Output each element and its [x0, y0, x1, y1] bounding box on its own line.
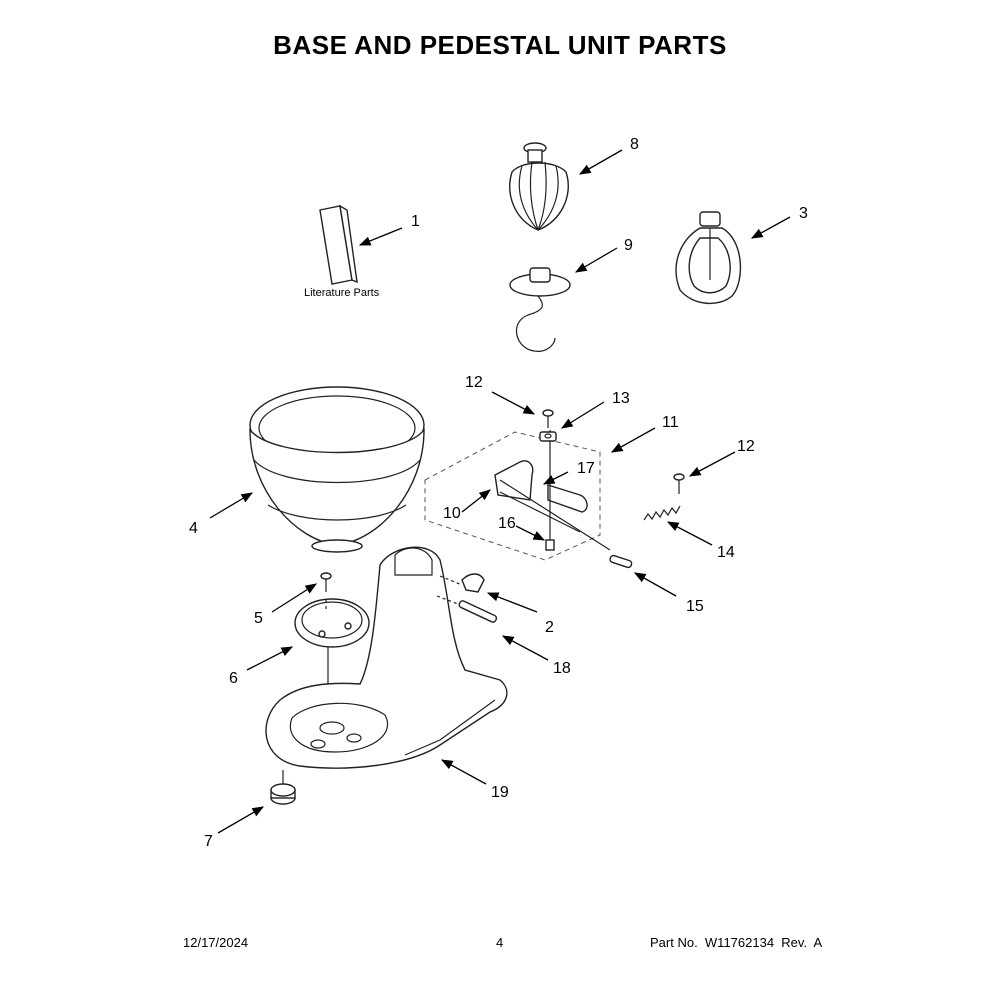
- pin-18: [436, 595, 498, 623]
- screw-12-right: [673, 473, 685, 494]
- callout-11: 11: [662, 414, 679, 431]
- leader-arrows: [209, 149, 791, 834]
- callout-4: 4: [189, 520, 198, 537]
- washer-13: [539, 431, 557, 442]
- callout-labels: 1 2 3 4 5 6 7 8 9 10 11 12 12 13 14 15 1…: [189, 136, 808, 850]
- callout-1: 1: [411, 213, 420, 230]
- callout-17: 17: [577, 460, 595, 477]
- rubber-foot: [270, 770, 296, 805]
- mixing-bowl: [249, 386, 425, 553]
- callout-6: 6: [229, 670, 238, 687]
- page-title: BASE AND PEDESTAL UNIT PARTS: [273, 30, 727, 60]
- callout-3: 3: [799, 205, 808, 222]
- pin-15: [609, 554, 633, 569]
- callout-15: 15: [686, 598, 704, 615]
- callout-13: 13: [612, 390, 630, 407]
- footer-part-number: Part No. W11762134 Rev. A: [650, 935, 823, 950]
- callout-7: 7: [204, 833, 213, 850]
- callout-10: 10: [443, 505, 461, 522]
- footer-date: 12/17/2024: [183, 935, 249, 950]
- callout-9: 9: [624, 237, 633, 254]
- callout-2: 2: [545, 619, 554, 636]
- callout-19: 19: [491, 784, 509, 801]
- callout-16: 16: [498, 515, 516, 532]
- callout-5: 5: [254, 610, 263, 627]
- wire-whip: [509, 142, 569, 231]
- screw-5: [320, 572, 332, 592]
- pedestal-base: [265, 546, 508, 769]
- literature-parts-booklet: [319, 204, 358, 285]
- callout-14: 14: [717, 544, 735, 561]
- callout-12-top: 12: [465, 374, 483, 391]
- latch-lever: [439, 573, 485, 593]
- callout-8: 8: [630, 136, 639, 153]
- callout-18: 18: [553, 660, 571, 677]
- callout-12-right: 12: [737, 438, 755, 455]
- dough-hook: [509, 267, 571, 352]
- clamp-plate: [294, 598, 370, 715]
- spring-14: [643, 505, 681, 521]
- lift-assembly: [424, 430, 611, 561]
- flat-beater: [675, 211, 742, 305]
- screw-12-top: [542, 409, 554, 428]
- literature-parts-label: Literature Parts: [304, 287, 380, 299]
- footer-page-number: 4: [496, 935, 504, 950]
